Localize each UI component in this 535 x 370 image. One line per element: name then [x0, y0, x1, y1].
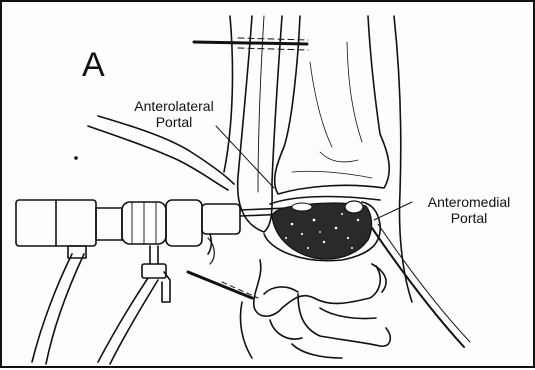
anteromedial-label-line1: Anteromedial [406, 194, 532, 210]
guide-pin-lower [188, 272, 252, 298]
anteromedial-portal-label: Anteromedial Portal [406, 194, 532, 226]
anterolateral-label-line1: Anterolateral [114, 98, 234, 114]
leader-anterolateral [216, 126, 274, 188]
joint-cartilage-surface [272, 201, 372, 259]
probe-instrument [372, 228, 464, 347]
anteromedial-label-line2: Portal [406, 210, 532, 226]
camera-cable [32, 254, 72, 362]
light-cable [98, 278, 148, 362]
leg-outline [224, 16, 232, 172]
anterolateral-portal-label: Anterolateral Portal [114, 98, 234, 130]
anterolateral-label-line2: Portal [114, 114, 234, 130]
panel-letter: A [82, 46, 105, 85]
guide-pin-upper [194, 42, 307, 44]
